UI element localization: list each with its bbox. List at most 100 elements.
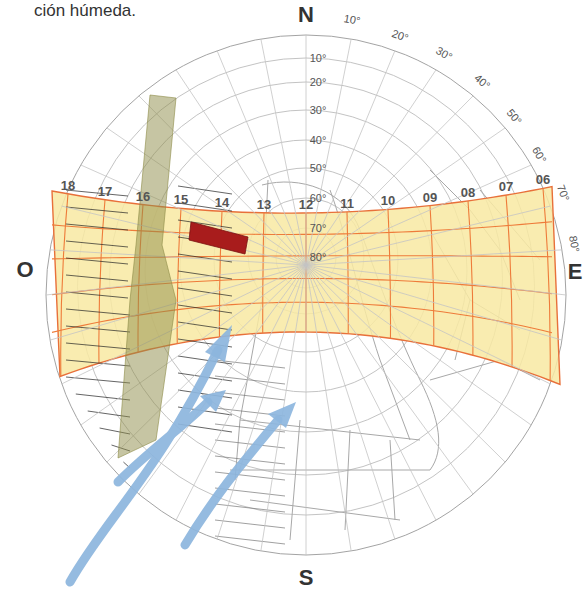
degree-label: 50°	[310, 163, 327, 174]
hour-line	[506, 195, 512, 367]
degree-label: 30°	[310, 105, 327, 116]
azimuth-line	[62, 206, 306, 265]
building-line	[215, 520, 285, 528]
building-line	[215, 536, 285, 544]
compass-label: O	[16, 259, 33, 281]
degree-label: 20°	[390, 28, 409, 44]
wind-arrow	[70, 350, 218, 582]
building-line	[66, 241, 128, 247]
azimuth-line	[306, 265, 566, 295]
hour-label: 12	[299, 198, 313, 211]
azimuth-line	[306, 265, 505, 462]
hour-label: 06	[536, 173, 550, 186]
hour-label: 09	[423, 190, 437, 203]
building-line	[215, 392, 285, 400]
degree-label: 50°	[504, 107, 523, 127]
azimuth-line	[50, 250, 306, 265]
arrowhead	[205, 325, 232, 362]
building-line	[66, 360, 130, 366]
azimuth-line	[306, 250, 562, 265]
degree-label: 40°	[310, 135, 327, 146]
hour-label: 10	[381, 194, 395, 207]
azimuth-line	[217, 265, 306, 539]
azimuth-lines	[46, 35, 566, 555]
building-line	[66, 190, 128, 196]
caption-fragment: ción húmeda.	[34, 2, 136, 19]
building-line	[66, 292, 128, 298]
hour-line	[543, 188, 550, 380]
degree-label: 80°	[310, 252, 327, 263]
altitude-rings	[46, 35, 566, 555]
hour-line	[430, 206, 434, 346]
building-line	[76, 394, 130, 400]
hour-line	[263, 213, 264, 333]
hour-label: 08	[461, 185, 475, 198]
hour-label: 16	[136, 189, 150, 202]
building-line	[178, 305, 232, 313]
building-line	[66, 207, 128, 213]
azimuth-line	[306, 265, 307, 555]
hour-line	[347, 212, 348, 334]
site-block	[189, 222, 248, 254]
building-line	[215, 504, 285, 512]
altitude-ring	[46, 35, 566, 555]
azimuth-line	[306, 265, 531, 425]
azimuth-line	[306, 128, 505, 265]
hour-line	[468, 201, 473, 355]
azimuth-line	[306, 265, 473, 494]
building-line	[66, 275, 128, 281]
building-line	[66, 326, 130, 332]
compass-label: N	[298, 4, 314, 26]
degree-label: 30°	[434, 45, 454, 63]
degree-label: 70°	[555, 183, 571, 202]
hour-label: 13	[257, 197, 271, 210]
azimuth-line	[306, 265, 550, 384]
degree-label: 40°	[472, 72, 492, 91]
arrowhead	[200, 390, 226, 412]
azimuth-line	[306, 96, 473, 265]
building-line	[66, 377, 130, 383]
hour-label: 07	[499, 180, 513, 193]
building-line	[66, 309, 130, 315]
azimuth-line	[306, 165, 531, 265]
compass-label: S	[299, 567, 314, 589]
azimuth-line	[62, 265, 306, 384]
hour-line	[177, 208, 181, 343]
azimuth-line	[306, 265, 436, 520]
building-line	[66, 258, 128, 264]
azimuth-line	[261, 265, 306, 551]
degree-label: 80°	[567, 235, 581, 253]
compass-label: E	[568, 261, 583, 283]
wind-arrow	[118, 402, 208, 482]
azimuth-line	[306, 51, 395, 265]
building-line	[178, 271, 232, 279]
hour-label: 17	[98, 184, 112, 197]
building-lines	[66, 186, 285, 544]
hour-label: 14	[215, 196, 229, 209]
degree-label: 10°	[310, 53, 327, 64]
hour-label: 18	[61, 178, 75, 191]
hour-label: 11	[340, 196, 354, 209]
azimuth-line	[306, 206, 550, 265]
building-line	[66, 224, 128, 230]
azimuth-line	[306, 265, 395, 539]
degree-label: 70°	[310, 223, 327, 234]
wind-arrow	[185, 420, 278, 545]
azimuth-line	[306, 265, 351, 551]
arrowhead	[268, 402, 296, 428]
green-corridor	[118, 95, 176, 458]
hour-label: 15	[174, 193, 188, 206]
azimuth-line	[46, 265, 306, 295]
azimuth-line	[50, 265, 306, 340]
hour-line	[99, 200, 105, 363]
azimuth-line	[306, 35, 307, 265]
hour-line	[61, 194, 68, 376]
degree-label: 20°	[310, 77, 327, 88]
degree-label: 10°	[343, 13, 361, 27]
degree-label: 60°	[530, 145, 548, 165]
azimuth-line	[261, 39, 306, 265]
wind-arrowheads	[200, 325, 296, 428]
building-line	[215, 440, 285, 448]
